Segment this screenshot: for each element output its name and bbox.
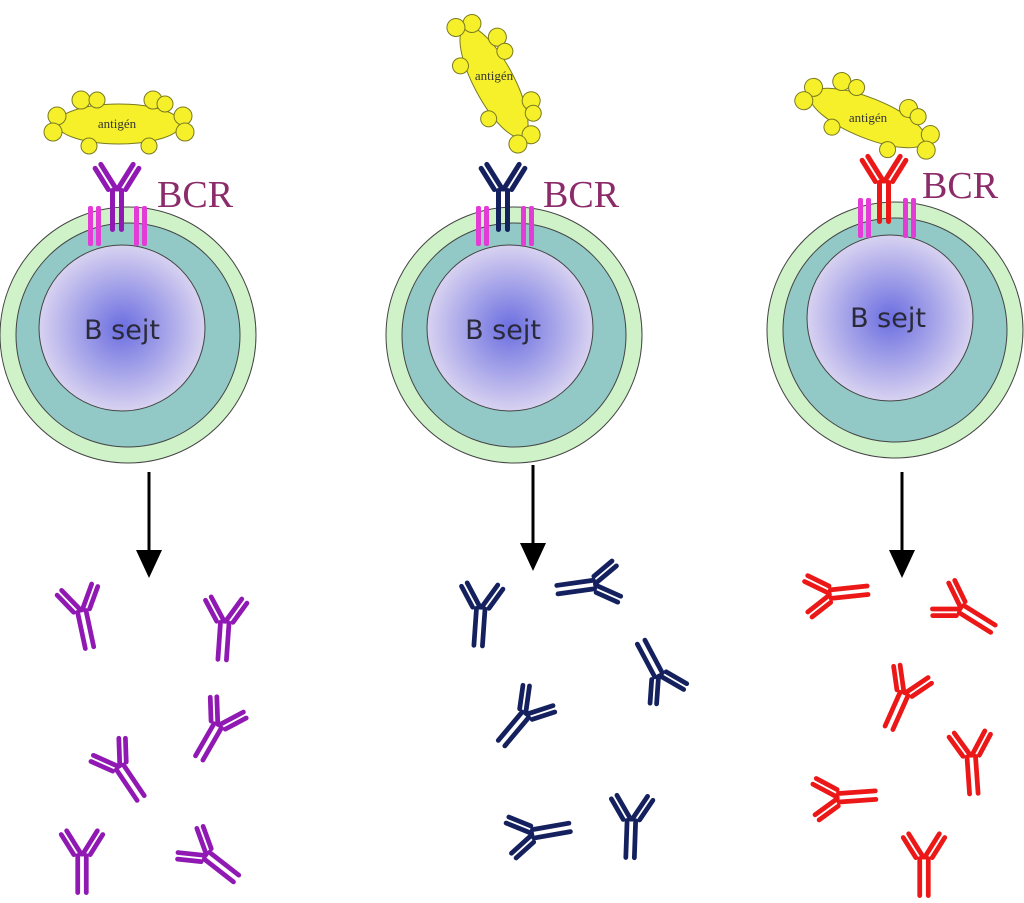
b-cell: B sejt (766, 201, 1024, 459)
antigen (446, 14, 542, 154)
antibody (501, 803, 577, 863)
panel-clone-1: B sejt antigén BCR (0, 90, 257, 899)
antibody (177, 689, 253, 773)
antigen-label: antigén (849, 110, 888, 125)
antibody (866, 658, 938, 740)
arrow-down (889, 472, 915, 578)
antibody (57, 827, 107, 895)
antibody (481, 677, 562, 761)
membrane-proteins (88, 206, 147, 246)
antibody (605, 791, 657, 861)
antigen-label: antigén (98, 116, 137, 131)
secreted-antibodies (800, 566, 1008, 898)
antigen (794, 72, 940, 160)
bcr-label: BCR (922, 165, 999, 207)
membrane-proteins (858, 198, 916, 238)
cell-nucleus (38, 244, 206, 412)
b-cell: B sejt (0, 206, 257, 464)
arrow-down (520, 465, 546, 571)
antibody (454, 579, 507, 650)
b-cell-label: B sejt (850, 303, 926, 334)
antibody (551, 556, 626, 614)
panel-clone-2: B sejt antigén BCR (385, 14, 693, 863)
cell-nucleus (806, 234, 974, 402)
bcr-label: BCR (543, 174, 620, 216)
antibody (899, 830, 949, 898)
antibody (809, 771, 880, 824)
b-cell-label: B sejt (84, 315, 160, 346)
bcr-label: BCR (157, 174, 234, 216)
secreted-antibodies (52, 578, 253, 899)
antibody (800, 566, 873, 621)
antibody (198, 593, 251, 664)
antibody (618, 628, 693, 711)
antibody (945, 727, 998, 798)
antibody (84, 730, 162, 814)
b-cell-label: B sejt (465, 315, 541, 346)
b-cell: B sejt (385, 206, 643, 464)
membrane-proteins (476, 206, 534, 246)
antibody (52, 578, 114, 656)
secreted-antibodies (454, 556, 693, 863)
antigen: antigén (43, 90, 195, 155)
antigen-label: antigén (475, 68, 514, 83)
antibody (170, 819, 253, 899)
antibody (925, 573, 1008, 651)
panel-clone-3: B sejt antigén BCR (766, 72, 1024, 898)
arrow-down (136, 472, 162, 578)
cell-nucleus (426, 244, 594, 412)
